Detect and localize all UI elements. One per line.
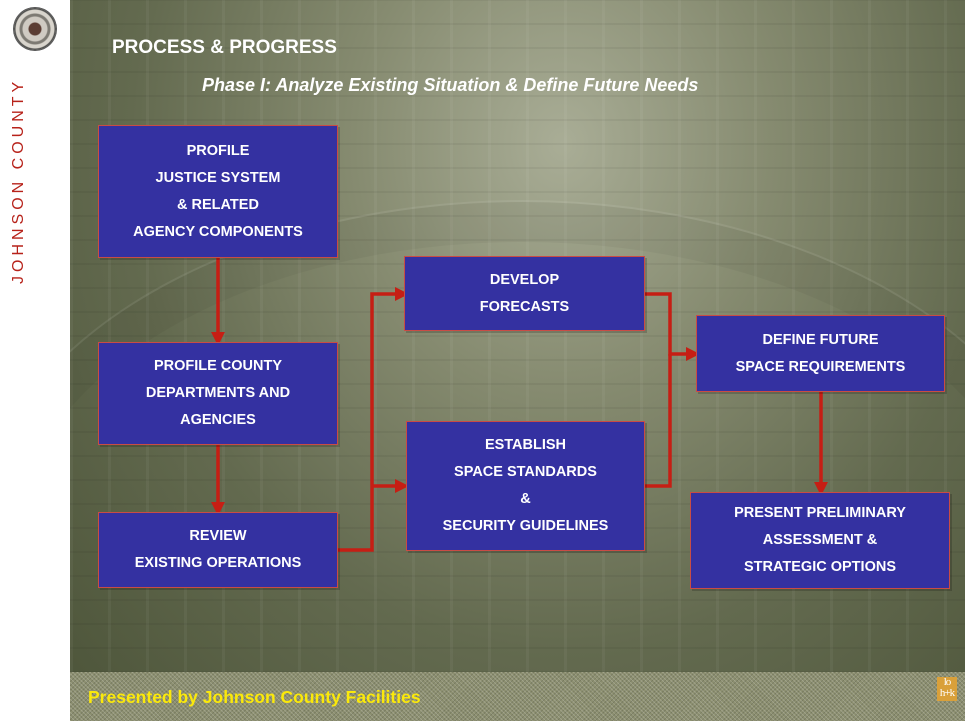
box-line: ASSESSMENT & xyxy=(762,532,878,548)
box-line: REVIEW xyxy=(189,528,247,544)
slide: PROCESS & PROGRESS Phase I: Analyze Exis… xyxy=(70,0,965,721)
box-line: DEFINE FUTURE xyxy=(762,331,879,348)
arrow-standards-to-define xyxy=(645,354,672,488)
connector-arrows xyxy=(211,258,828,552)
logo-line: lo xyxy=(943,676,952,688)
box-line: STRATEGIC OPTIONS xyxy=(744,559,896,575)
box-line: PROFILE xyxy=(186,142,250,159)
box-line: & RELATED xyxy=(177,196,259,213)
arrow-forecasts-to-define xyxy=(645,292,700,361)
box-line: EXISTING OPERATIONS xyxy=(134,555,302,571)
box-line: AGENCY COMPONENTS xyxy=(133,223,303,240)
slide-title: PROCESS & PROGRESS xyxy=(112,37,337,58)
footer-presenter-text: Presented by Johnson County Facilities xyxy=(88,687,421,707)
box-develop-forecasts: DEVELOP FORECASTS xyxy=(404,256,645,331)
box-line: & xyxy=(520,491,531,507)
footer-bar: Presented by Johnson County Facilities l… xyxy=(70,672,965,721)
box-line: SPACE STANDARDS xyxy=(454,464,597,480)
box-line: DEVELOP xyxy=(489,271,560,288)
box-line: FORECASTS xyxy=(479,298,570,315)
logo-line: h+k xyxy=(939,687,955,699)
county-label: JOHNSON COUNTY xyxy=(10,78,27,285)
box-line: AGENCIES xyxy=(180,412,256,428)
box-line: JUSTICE SYSTEM xyxy=(155,169,281,186)
slide-subtitle: Phase I: Analyze Existing Situation & De… xyxy=(202,75,699,95)
box-define-future-space: DEFINE FUTURE SPACE REQUIREMENTS xyxy=(696,315,945,392)
county-seal-icon xyxy=(14,8,56,50)
box-line: SECURITY GUIDELINES xyxy=(442,518,609,534)
box-line: PROFILE COUNTY xyxy=(153,358,283,374)
firm-logo-icon: lo h+k xyxy=(937,677,957,701)
box-profile-county-departments: PROFILE COUNTY DEPARTMENTS AND AGENCIES xyxy=(98,342,338,445)
box-review-existing-operations: REVIEW EXISTING OPERATIONS xyxy=(98,512,338,588)
box-establish-space-standards: ESTABLISH SPACE STANDARDS & SECURITY GUI… xyxy=(406,421,645,551)
box-profile-justice-system: PROFILE JUSTICE SYSTEM & RELATED AGENCY … xyxy=(98,125,338,258)
box-line: PRESENT PRELIMINARY xyxy=(734,505,906,521)
arrow-review-to-forecasts xyxy=(337,287,409,552)
box-line: DEPARTMENTS AND xyxy=(145,385,291,401)
box-line: ESTABLISH xyxy=(484,437,567,453)
sidebar: JOHNSON COUNTY xyxy=(0,0,68,721)
box-line: SPACE REQUIREMENTS xyxy=(735,358,906,375)
box-present-preliminary-assessment: PRESENT PRELIMINARY ASSESSMENT & STRATEG… xyxy=(690,492,950,589)
